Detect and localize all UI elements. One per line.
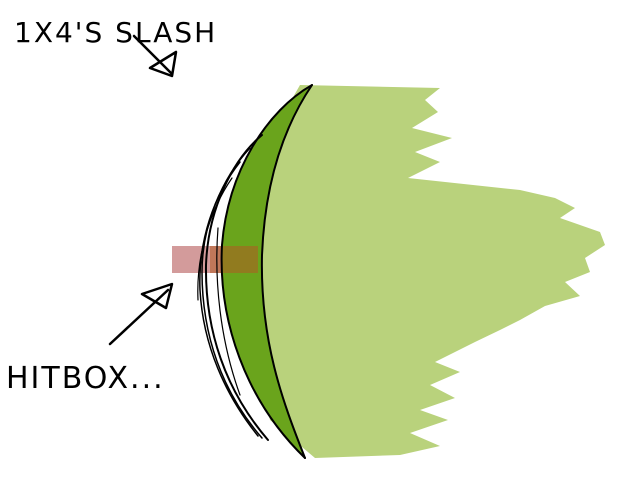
arrow-up-right-icon bbox=[110, 284, 172, 344]
slash-afterimage bbox=[252, 85, 605, 458]
slash-title-label: 1X4'S SLASH bbox=[14, 16, 217, 49]
hitbox-label: HITBOX... bbox=[6, 361, 165, 396]
